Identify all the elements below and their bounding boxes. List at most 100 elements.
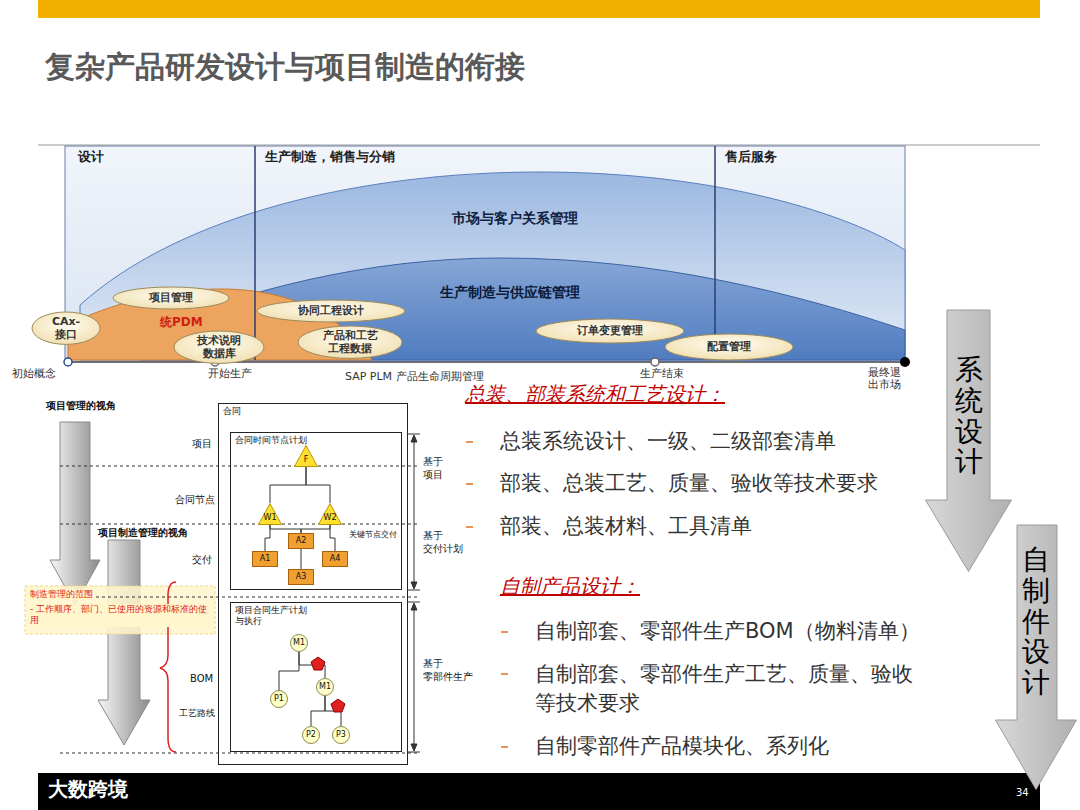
top-bar [38,0,1040,18]
lifecycle-panel [65,146,905,362]
phase-arrow: 系统设计 [925,310,1012,572]
axis-label: 初始概念 [12,367,56,381]
milestone-pentagon [311,657,325,670]
node-text: 自制件设计 [1022,545,1050,699]
phase-divider [714,146,716,360]
title-rule [38,145,1040,146]
bullet-text: 部装、总装工艺、质量、验收等技术要求 [500,470,878,496]
phase-arrow: 自制件设计 [995,525,1077,790]
tree-connector [301,549,302,569]
range-label: 基于 项目 [423,456,451,481]
axis-dot [900,357,910,367]
level-label: 交付 [192,554,212,567]
axis-dot [64,358,72,366]
triangle-shape [295,446,318,467]
node-text: 项目管理 [149,291,193,304]
milestone-triangle: F [294,445,318,467]
page-number: 34 [1016,787,1029,800]
delivery-box: A2 [288,533,314,549]
phase-header: 生产制造，销售与分销 [265,149,395,165]
part-circle: P3 [332,726,350,744]
node-text: A4 [323,552,347,566]
level-label: 项目 [192,438,212,451]
note-text: 制造管理的范围 [30,589,93,600]
node-text: W2 [318,514,342,522]
view-label: 项目管理的视角 [46,400,116,413]
process-oval: 配置管理 [664,333,794,361]
view-arrow [98,540,150,745]
node-text: A3 [289,570,313,584]
process-oval: 项目管理 [112,286,230,310]
node-text: F [294,456,318,464]
tree-connector [299,652,325,678]
section-heading: 总装、部装系统和工艺设计： [465,382,725,407]
phase-header: 售后服务 [725,149,777,165]
oval-shape [665,334,793,360]
process-oval: 产品和工艺 工程数据 [297,325,403,359]
level-label: BOM [190,673,213,686]
bullet-text: 总装系统设计、一级、二级部套清单 [500,428,836,454]
slide-title: 复杂产品研发设计与项目制造的衔接 [45,48,525,86]
tree-connector [311,696,325,726]
oval-shape [32,312,100,344]
oval-shape [257,300,405,322]
node-text: P1 [274,695,284,703]
tree-connector [330,525,335,551]
bullet-text: 自制部套、零部件生产BOM（物料清单） [535,618,920,644]
circle-shape [303,727,320,744]
node-text: CAx- 接口 [41,315,91,341]
logo-icon [17,781,35,799]
process-box: M1P1M1P2P3项目合同生产计划 与执行 [230,602,402,752]
range-label: 基于 交付计划 [423,530,451,555]
delivery-box: A4 [322,551,348,567]
node-text: 合同时间节点计划 [235,435,365,446]
bullet-text: 自制部套、零部件生产工艺、质量、验收 等技术要求 [535,660,975,719]
node-text: A2 [289,534,313,548]
milestone-triangle: W1 [258,503,282,525]
section-heading: 自制产品设计： [500,574,640,599]
node-text: 合同 [223,406,403,417]
milestone-pentagon [331,699,345,712]
watermark: 大数跨境 [48,777,128,802]
node-text: 产品和工艺 工程数据 [307,329,393,355]
band-label: 生产制造与供应链管理 [440,284,580,302]
axis-label: 开始生产 [208,367,252,381]
pdm-label: 统PDM [160,315,203,330]
node-text: 项目合同生产计划 与执行 [235,605,335,628]
process-oval: CAx- 接口 [31,311,101,345]
arrow-shape [996,525,1077,790]
node-text: A1 [253,552,277,566]
node-text: 订单变更管理 [577,324,643,337]
node-text: 配置管理 [707,340,751,353]
note-text: - 工作顺序、部门、已使用的资源和标准的使用 [30,604,212,627]
phase-divider [254,146,256,360]
node-text: P3 [336,731,346,739]
node-text: 系统设计 [955,355,983,478]
circle-shape [291,635,308,652]
arrow-shape [926,310,1012,572]
tree-connector [270,467,306,503]
triangle-shape [319,504,342,525]
node-text: W1 [258,514,282,522]
delivery-box: A1 [252,551,278,567]
band-label: 市场与客户关系管理 [452,210,578,228]
circle-shape [317,679,334,696]
process-box: F W1 W2A2A1 A4A3 合同时间节点计划 [230,432,402,590]
footer-bar [38,773,1040,810]
part-circle: M1 [290,634,308,652]
oval-shape [298,326,402,358]
milestone-triangle: W2 [318,503,342,525]
process-oval: 订单变更管理 [535,318,685,344]
bullet-text: 部装、总装材料、工具清单 [500,513,752,539]
axis-label: SAP PLM 产品生命周期管理 [345,370,484,384]
oval-shape [174,331,264,363]
range-bracket [408,434,420,752]
tree-connector [279,652,299,690]
oval-shape [536,319,684,343]
part-circle: M1 [316,678,334,696]
axis-label: 最终退 出市场 [868,367,904,391]
part-circle: P1 [270,690,288,708]
node-text: 协同工程设计 [298,304,364,317]
bullet-text: 自制零部件产品模块化、系列化 [535,733,829,759]
callout-label: 关键节点交付 [349,530,397,540]
